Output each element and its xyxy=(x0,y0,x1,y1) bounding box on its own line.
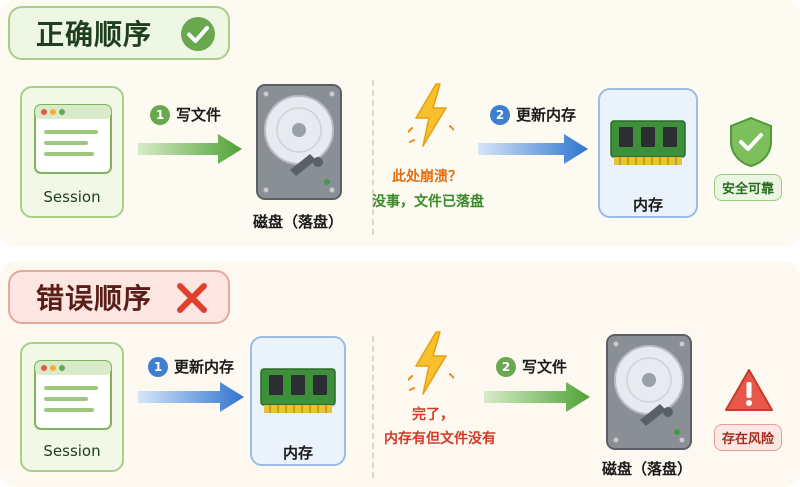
step-2-write-file: 2 写文件 xyxy=(496,356,567,377)
memory-label: 内存 xyxy=(282,444,313,462)
crash-point-divider xyxy=(372,336,374,478)
crash-question-text: 此处崩溃？ xyxy=(392,169,462,185)
session-window-icon xyxy=(34,360,112,430)
blue-arrow-icon xyxy=(138,382,244,412)
disk-label: 磁盘（落盘） xyxy=(253,213,344,231)
risk-badge: 存在风险 xyxy=(714,424,783,451)
step-label: 写文件 xyxy=(522,358,568,376)
step-number: 1 xyxy=(148,356,168,377)
crash-point-divider xyxy=(372,80,374,235)
hard-disk-icon xyxy=(256,84,342,200)
green-arrow-icon xyxy=(484,382,590,412)
step-1-write-file: 1 写文件 xyxy=(150,104,221,125)
step-label: 更新内存 xyxy=(516,106,577,124)
wrong-order-header: 错误顺序 xyxy=(8,270,230,324)
wrong-order-title: 错误顺序 xyxy=(36,282,153,315)
session-card: Session xyxy=(20,86,124,218)
session-label: Session xyxy=(43,188,101,206)
hard-disk-icon xyxy=(606,334,692,450)
disk-label: 磁盘（落盘） xyxy=(602,460,693,478)
lightning-icon xyxy=(408,83,454,147)
safe-badge: 安全可靠 xyxy=(714,174,783,201)
green-arrow-icon xyxy=(138,134,242,164)
step-1-update-memory: 1 更新内存 xyxy=(148,356,234,377)
memory-card: 内存 xyxy=(598,88,698,218)
check-circle-icon xyxy=(181,17,215,51)
blue-arrow-icon xyxy=(478,134,588,164)
correct-order-header: 正确顺序 xyxy=(8,6,230,60)
step-number: 1 xyxy=(150,104,170,125)
memory-card: 内存 xyxy=(250,336,346,466)
step-number: 2 xyxy=(490,104,510,125)
lightning-icon xyxy=(408,331,454,395)
memory-chip-icon xyxy=(610,120,686,165)
correct-order-title: 正确顺序 xyxy=(36,18,153,51)
step-number: 2 xyxy=(496,356,516,377)
step-label: 写文件 xyxy=(176,106,222,124)
warning-triangle-icon xyxy=(725,369,773,411)
memory-label: 内存 xyxy=(632,196,663,214)
step-label: 更新内存 xyxy=(174,358,235,376)
step-2-update-memory: 2 更新内存 xyxy=(490,104,576,125)
cross-icon xyxy=(177,283,207,313)
session-window-icon xyxy=(34,104,112,174)
session-label: Session xyxy=(43,442,101,460)
memory-chip-icon xyxy=(260,368,336,413)
crash-result-line-1: 完了， xyxy=(412,407,454,423)
crash-result-text: 没事，文件已落盘 xyxy=(372,194,484,210)
crash-result-line-2: 内存有但文件没有 xyxy=(384,431,496,447)
session-card: Session xyxy=(20,342,124,472)
shield-check-icon xyxy=(730,116,772,168)
